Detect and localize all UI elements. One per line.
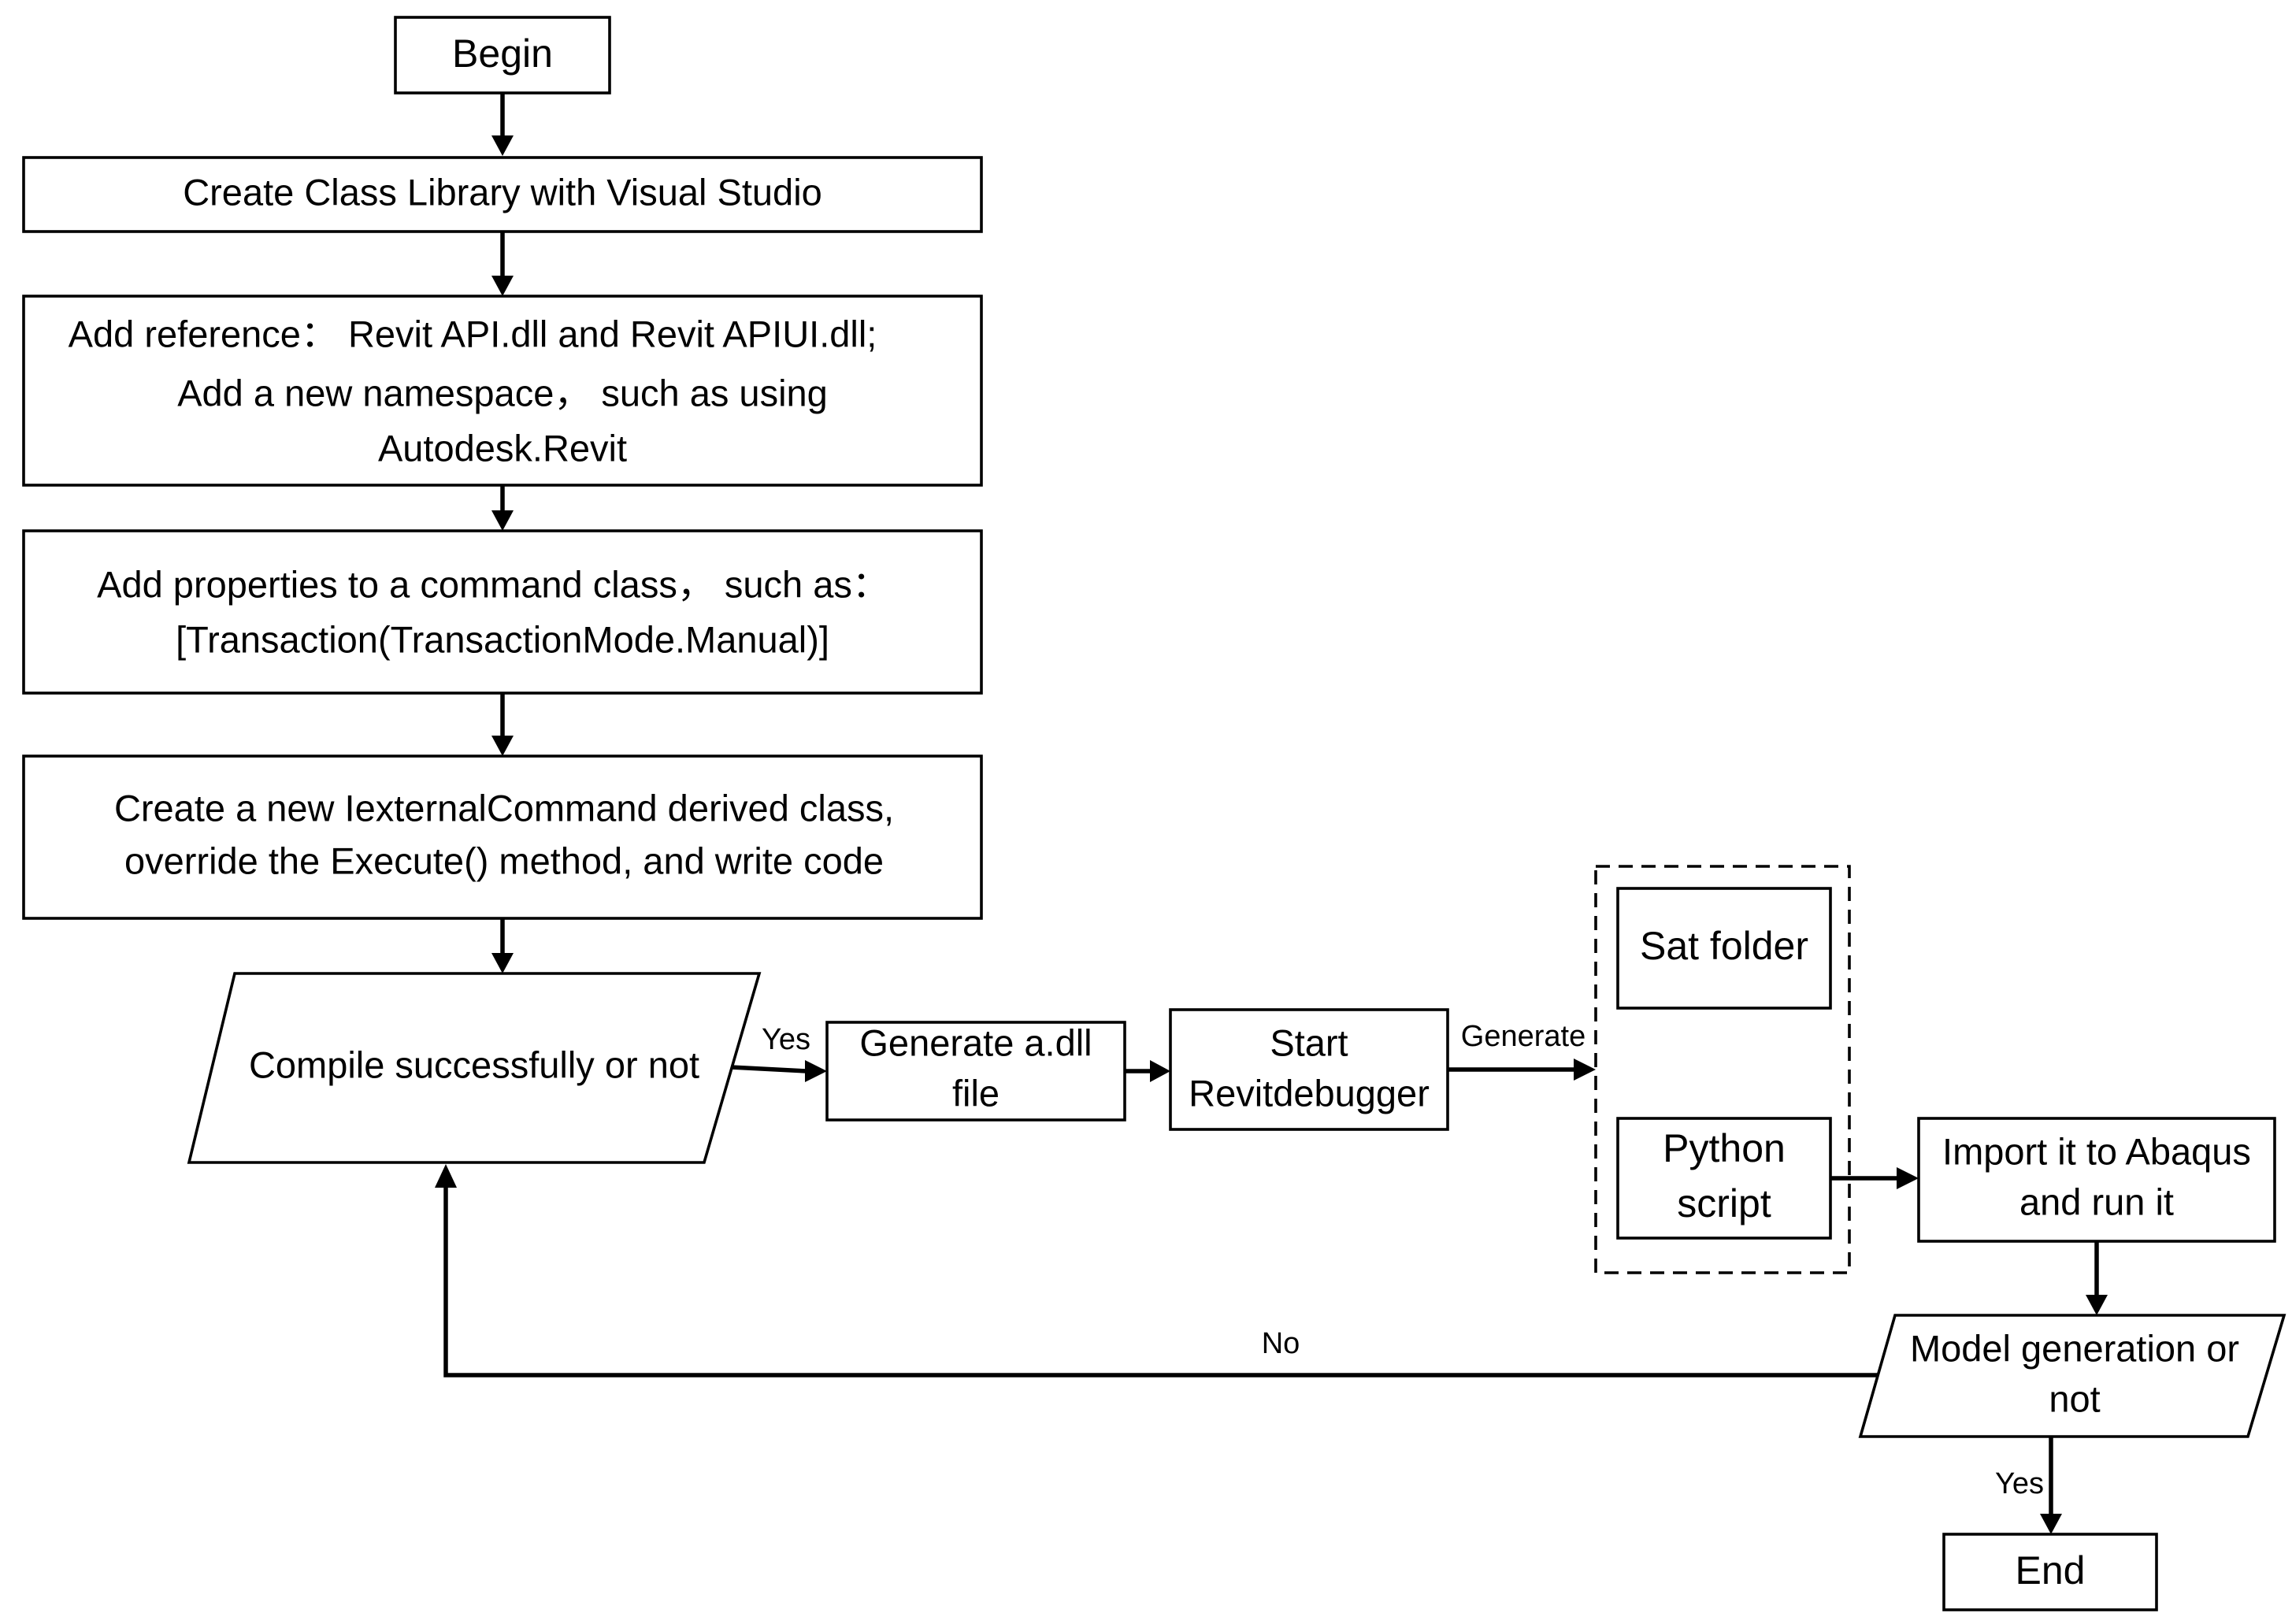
node-add-properties: Add properties to a command class， such … (22, 529, 983, 695)
node-import-abaqus: Import it to Abaqus and run it (1917, 1117, 2276, 1243)
add-properties-line1: Add properties to a command class， such … (97, 563, 889, 605)
node-start-debugger: Start Revitdebugger (1169, 1008, 1449, 1131)
model-no-label: No (1262, 1327, 1300, 1360)
output-group-border (1594, 865, 1851, 1274)
arrow-compile-to-generate-dll (730, 1065, 807, 1073)
edge-labels: Yes Generate No Yes (762, 1020, 2044, 1500)
generate-dll-line2: file (952, 1072, 1000, 1114)
connectors (435, 93, 2108, 1534)
output-group (1594, 865, 1851, 1274)
add-reference-line1: Add reference： Revit API.dll and Revit A… (69, 313, 877, 354)
create-command-line2: override the Execute() method, and write… (124, 840, 884, 881)
node-end: End (1942, 1533, 2158, 1611)
arrowhead-add-reference (491, 276, 514, 296)
python-script-line2: script (1677, 1181, 1771, 1225)
start-debugger-line1: Start (1270, 1021, 1348, 1063)
end-label: End (2016, 1548, 2086, 1592)
python-script-line1: Python (1663, 1126, 1786, 1170)
arrowhead-compile (491, 953, 514, 973)
node-model-generation-decision: Model generation or not (1858, 1314, 2286, 1438)
arrowhead-compile-loop (435, 1164, 457, 1188)
node-begin: Begin (394, 16, 611, 95)
node-generate-dll: Generate a.dll file (825, 1021, 1126, 1122)
compile-label: Compile successfully or not (249, 1044, 699, 1085)
import-abaqus-line2: and run it (2019, 1181, 2174, 1222)
arrowhead-model-generation (2086, 1295, 2108, 1315)
arrowhead-start-debugger (1150, 1060, 1170, 1082)
generate-dll-line1: Generate a.dll (859, 1021, 1092, 1063)
node-create-command: Create a new IexternalCommand derived cl… (22, 755, 983, 920)
model-yes-label: Yes (1995, 1467, 2044, 1500)
model-generation-line1: Model generation or (1910, 1327, 2239, 1369)
create-command-line1: Create a new IexternalCommand derived cl… (114, 787, 894, 829)
arrowhead-create-command (491, 736, 514, 756)
generate-edge-label: Generate (1461, 1020, 1585, 1053)
arrow-model-generation-no-loop (443, 1186, 1878, 1377)
compile-yes-label: Yes (762, 1023, 810, 1056)
node-compile-decision: Compile successfully or not (187, 972, 762, 1164)
sat-folder-label: Sat folder (1640, 924, 1808, 968)
create-class-label: Create Class Library with Visual Studio (183, 171, 822, 213)
arrowhead-create-class (491, 135, 514, 156)
arrowhead-end (2040, 1514, 2062, 1534)
node-create-class-library: Create Class Library with Visual Studio (22, 156, 983, 233)
import-abaqus-line1: Import it to Abaqus (1942, 1130, 2251, 1172)
add-reference-line3: Autodesk.Revit (378, 427, 627, 469)
add-reference-line2: Add a new namespace， such as using (177, 372, 828, 413)
start-debugger-line2: Revitdebugger (1189, 1072, 1430, 1114)
node-python-script: Python script (1616, 1117, 1832, 1240)
arrowhead-generate-dll (805, 1060, 827, 1082)
node-add-reference: Add reference： Revit API.dll and Revit A… (22, 295, 983, 487)
arrowhead-output-group (1574, 1059, 1596, 1081)
model-generation-line2: not (2049, 1377, 2100, 1419)
arrowhead-import-abaqus (1897, 1167, 1919, 1189)
add-properties-line2: [Transaction(TransactionMode.Manual)] (176, 618, 829, 660)
node-sat-folder: Sat folder (1616, 887, 1832, 1010)
arrowhead-add-properties (491, 510, 514, 531)
begin-label: Begin (452, 32, 553, 76)
